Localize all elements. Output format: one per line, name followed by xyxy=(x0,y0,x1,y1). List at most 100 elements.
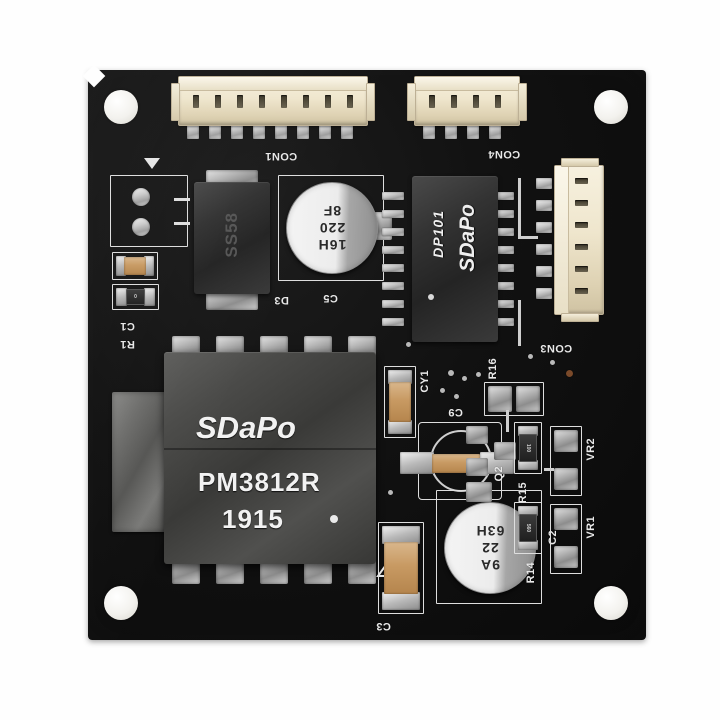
silk-label-c5: C5 xyxy=(323,292,338,304)
connector-con4[interactable] xyxy=(407,76,527,126)
ic-pin-right-8 xyxy=(492,318,514,326)
c5-line3: 8F xyxy=(322,203,342,219)
con3-slot-4 xyxy=(575,244,588,250)
vr2-pad-bottom xyxy=(554,468,578,490)
mounting-hole-bottom-right xyxy=(594,586,628,620)
r1-outline xyxy=(112,284,159,310)
via-6 xyxy=(528,354,533,359)
vr2-pad-top xyxy=(554,430,578,452)
resistor-r14: 560 xyxy=(519,514,537,542)
input-terminal-pad-1 xyxy=(132,188,150,206)
con3-slot-1 xyxy=(575,178,588,184)
con4-housing-top xyxy=(415,77,519,92)
r14-term-bottom xyxy=(518,540,538,550)
c3-outline xyxy=(378,522,424,614)
transformer-pin1-dot xyxy=(330,515,338,523)
con1-slot-3 xyxy=(237,95,243,108)
connector-con3[interactable] xyxy=(554,158,604,322)
via-8 xyxy=(566,370,573,377)
con3-slot-6 xyxy=(575,288,588,294)
resistor-r15: 100 xyxy=(519,434,537,462)
ic-pin-right-4 xyxy=(492,246,514,254)
via-3 xyxy=(476,372,481,377)
r15-term-bottom xyxy=(518,460,538,470)
con3-pad-4 xyxy=(536,244,552,255)
con3-ear-bottom xyxy=(561,313,599,322)
con4-pad-3 xyxy=(467,123,479,139)
con4-pad-2 xyxy=(445,123,457,139)
c2-line3: 63H xyxy=(475,523,505,539)
c1-term-right xyxy=(144,256,154,276)
via-7 xyxy=(550,360,555,365)
silk-label-c1: C1 xyxy=(120,320,135,332)
q2-pad-3 xyxy=(494,442,516,460)
con1-pad-6 xyxy=(297,123,309,139)
con1-slot-7 xyxy=(325,95,331,108)
q2-pad-1 xyxy=(466,426,488,444)
con4-slot-3 xyxy=(473,95,479,108)
ic-pin-right-2 xyxy=(492,210,514,218)
ic-pin-right-5 xyxy=(492,264,514,272)
trace-right-3 xyxy=(518,300,521,346)
ic-pin-left-8 xyxy=(382,318,404,326)
via-10 xyxy=(406,342,411,347)
pcb-board: CON1 CON4 xyxy=(82,64,646,640)
q2-pad-2 xyxy=(466,458,488,476)
r1-term-left xyxy=(116,288,127,306)
ic-pin-left-3 xyxy=(382,228,404,236)
con1-slot-1 xyxy=(193,95,199,108)
con4-ear-left xyxy=(407,83,416,121)
con1-slot-2 xyxy=(215,95,221,108)
c3-term-bottom xyxy=(382,592,420,610)
r15-code: 100 xyxy=(525,443,531,453)
silk-label-r15: R15 xyxy=(517,482,529,504)
c1-outline xyxy=(112,252,158,280)
silk-label-vr2: VR2 xyxy=(585,438,597,461)
con4-slot-4 xyxy=(495,95,501,108)
capacitor-c5: 16H 220 8F xyxy=(286,182,378,274)
con3-pad-1 xyxy=(536,178,552,189)
via-2 xyxy=(462,376,467,381)
con4-pad-1 xyxy=(423,123,435,139)
transformer-brand-label: SDaPo xyxy=(196,410,296,445)
c5-line1: 16H xyxy=(317,237,347,253)
silk-label-c3: C3 xyxy=(376,620,391,632)
ic-part-label: DP101 xyxy=(430,210,446,258)
transformer-datecode-label: 1915 xyxy=(222,504,284,534)
mounting-hole-bottom-left xyxy=(104,586,138,620)
cy1-term-bottom xyxy=(388,420,412,434)
ic-pin-left-4 xyxy=(382,246,404,254)
r1-term-right xyxy=(144,288,155,306)
silk-label-con1: CON1 xyxy=(265,150,298,162)
resistor-r1: 0 xyxy=(126,289,145,305)
con1-slot-8 xyxy=(347,95,353,108)
r15-outline xyxy=(514,422,542,474)
silk-label-con4: CON4 xyxy=(488,148,521,160)
con3-pad-6 xyxy=(536,288,552,299)
r14-outline xyxy=(514,502,542,554)
ic-dp101: SDaPo DP101 xyxy=(412,176,498,342)
cy1-term-top xyxy=(388,370,412,384)
trace-right-2 xyxy=(518,236,538,239)
con1-slot-4 xyxy=(259,95,265,108)
con3-slot-2 xyxy=(575,200,588,206)
ic-pin-left-6 xyxy=(382,282,404,290)
silk-label-cy1: CY1 xyxy=(419,370,431,393)
vr1-pad-bottom xyxy=(554,546,578,568)
con1-pad-1 xyxy=(187,123,199,139)
trace-mid-1 xyxy=(506,410,509,432)
capacitor-c3 xyxy=(384,542,418,594)
ic-pin-right-3 xyxy=(492,228,514,236)
transformer-seam xyxy=(164,448,376,450)
connector-con1[interactable] xyxy=(171,76,375,126)
ic-pin1-dot xyxy=(428,294,434,300)
transformer-heatsink xyxy=(112,392,170,532)
ic-pin-left-5 xyxy=(382,264,404,272)
via-5 xyxy=(454,394,459,399)
c5-markings: 16H 220 8F xyxy=(287,183,377,273)
vr1-pad-top xyxy=(554,508,578,530)
cy1-outline xyxy=(384,366,416,438)
silk-label-r1: R1 xyxy=(120,338,135,350)
silk-label-vr1: VR1 xyxy=(585,516,597,539)
d3-marking: SS58 xyxy=(222,212,241,258)
